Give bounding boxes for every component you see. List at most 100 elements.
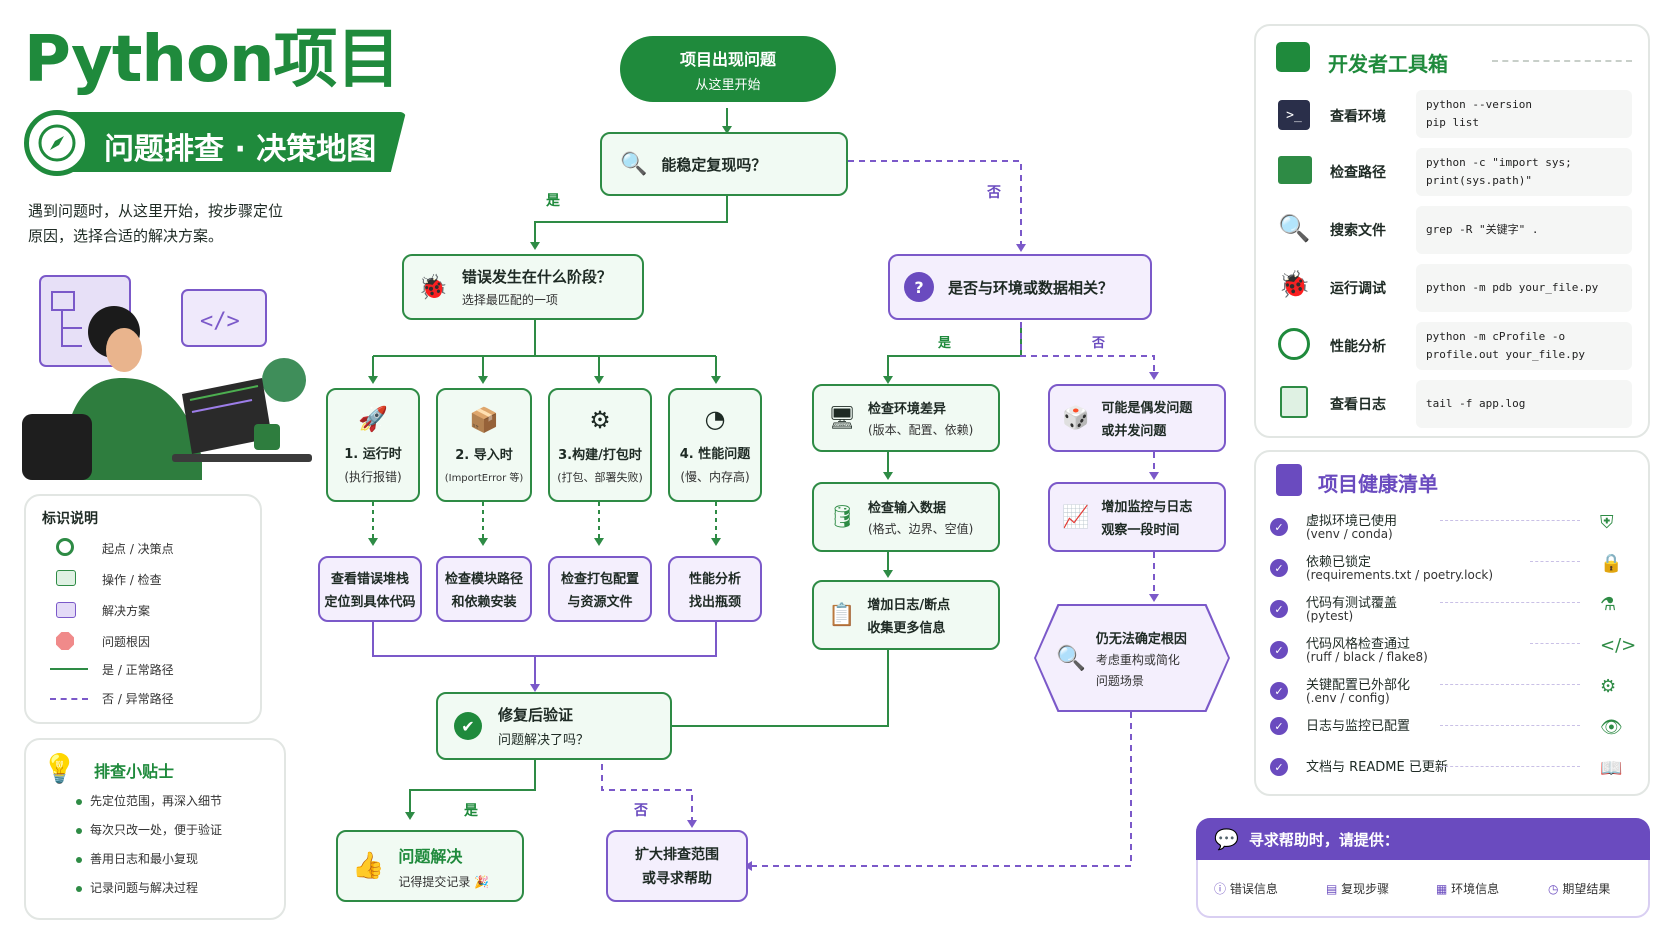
check-icon: ✓: [1270, 600, 1288, 618]
stage-title: 4. 性能问题: [679, 447, 751, 462]
stage-sub: (执行报错): [344, 470, 402, 484]
check-icon: ✓: [1270, 758, 1288, 776]
input-check-node: 🛢 检查输入数据(格式、边界、空值): [812, 482, 1000, 552]
legend-title: 标识说明: [42, 511, 98, 527]
tool-label: 查看环境: [1330, 109, 1386, 125]
database-icon: 🛢: [828, 504, 856, 530]
svg-text:</>: </>: [200, 309, 240, 334]
legend-root-cause-marker: [56, 632, 74, 650]
alert-icon: ⓘ: [1214, 882, 1227, 896]
help-item: ◷ 期望结果: [1548, 882, 1611, 896]
start-title: 项目出现问题: [679, 49, 776, 69]
health-divider: [1530, 643, 1580, 644]
legend-action-marker: [56, 570, 76, 586]
health-sub: (venv / conda): [1306, 527, 1393, 541]
health-item: ✓代码风格检查通过(ruff / black / flake8)</>: [1270, 633, 1636, 671]
stage-performance: ◔ 4. 性能问题 (慢、内存高): [668, 388, 762, 502]
developer-illustration: </>: [22, 268, 322, 480]
tips-item: 善用日志和最小复现: [76, 850, 198, 867]
health-item: ✓代码有测试覆盖(pytest)⚗: [1270, 592, 1634, 630]
health-divider: [1440, 684, 1580, 685]
toolbox-panel: 开发者工具箱 >_ 查看环境 python --version pip list…: [1254, 24, 1650, 438]
toolbox-title: 开发者工具箱: [1328, 52, 1448, 76]
health-sub: (requirements.txt / poetry.lock): [1306, 568, 1494, 582]
thumbs-up-icon: 👍: [352, 851, 385, 881]
lightbulb-icon: 💡: [42, 752, 77, 785]
health-label: 代码有测试覆盖: [1306, 596, 1398, 611]
lock-icon: 🔒: [1600, 553, 1623, 574]
check-icon: ✓: [1270, 518, 1288, 536]
yes-label: 是: [938, 336, 952, 351]
legend-item: 操作 / 检查: [102, 573, 162, 587]
health-label: 日志与监控已配置: [1306, 719, 1411, 734]
legend-item: 是 / 正常路径: [102, 663, 174, 677]
search-icon: 🔍: [1056, 644, 1086, 672]
health-item: ✓ 依赖已锁定(requirements.txt / poetry.lock) 🔒: [1270, 551, 1634, 589]
tool-command: python -c "import sys; print(sys.path)": [1416, 148, 1632, 196]
stage-hint: 选择最匹配的一项: [461, 293, 558, 307]
health-label: 代码风格检查通过: [1306, 637, 1411, 652]
reproduce-question-node: 🔍 能稳定复现吗？: [600, 132, 848, 196]
stage-action: 查看错误堆栈定位到具体代码: [318, 556, 422, 622]
tips-panel: 💡 排查小贴士 先定位范围，再深入细节 每次只改一处，便于验证 善用日志和最小复…: [24, 738, 286, 920]
env-diff-node: 🖥 检查环境差异(版本、配置、依赖): [812, 384, 1000, 452]
chart-icon: 📈: [1062, 504, 1090, 530]
health-divider: [1530, 561, 1580, 562]
help-item: ▦ 环境信息: [1436, 882, 1500, 896]
health-label: 依赖已锁定: [1306, 555, 1372, 570]
no-label: 否: [634, 803, 648, 819]
tool-label: 检查路径: [1330, 165, 1386, 181]
tool-label: 查看日志: [1330, 397, 1386, 413]
clipboard-icon: ▤: [1326, 882, 1338, 896]
dice-icon: 🎲: [1062, 405, 1090, 431]
stage-action: 检查打包配置与资源文件: [548, 556, 652, 622]
tool-command: python -m cProfile -o profile.out your_f…: [1416, 322, 1632, 370]
toolbox-icon: [1276, 42, 1310, 72]
bug-icon: 🐞: [1278, 270, 1311, 300]
checklist-icon: [1276, 464, 1302, 496]
verify-node: ✔ 修复后验证问题解决了吗？: [436, 692, 672, 760]
tips-item: 记录问题与解决过程: [76, 879, 198, 896]
book-icon: 📖: [1600, 758, 1623, 779]
terminal-icon: >_: [1278, 100, 1310, 130]
folder-icon: [1278, 156, 1312, 184]
stage-action: 性能分析找出瓶颈: [668, 556, 762, 622]
legend-solution-marker: [56, 602, 76, 618]
env-question-node: ? 是否与环境或数据相关？: [888, 254, 1152, 320]
health-label: 关键配置已外部化: [1306, 678, 1411, 693]
stage-sub: (慢、内存高): [680, 470, 750, 484]
tool-label: 运行调试: [1330, 281, 1386, 297]
intro-line-1: 遇到问题时，从这里开始，按步骤定位: [28, 202, 284, 220]
question-icon: ?: [904, 272, 934, 302]
check-icon: ✓: [1270, 641, 1288, 659]
check-icon: ✓: [1270, 559, 1288, 577]
solved-node: 👍 问题解决记得提交记录 🎉: [336, 830, 524, 902]
monitor-icon: 🖥: [828, 405, 856, 431]
page-title: Python项目: [24, 23, 400, 97]
gear-icon: ⚙: [589, 405, 611, 434]
intermittent-node: 🎲 可能是偶发问题或并发问题: [1048, 384, 1226, 452]
server-icon: ▦: [1436, 882, 1448, 896]
stage-build: ⚙ 3.构建/打包时 (打包、部署失败): [548, 388, 652, 502]
no-label: 否: [1092, 336, 1106, 351]
compass-icon: [24, 110, 90, 176]
search-icon: 🔍: [620, 151, 648, 177]
legend-panel: 标识说明 起点 / 决策点 操作 / 检查 解决方案 问题根因 是 / 正常路径…: [24, 494, 262, 724]
health-item: ✓日志与监控已配置👁: [1270, 715, 1634, 753]
legend-no-arrow: [50, 698, 88, 700]
clock-icon: [1278, 328, 1310, 360]
tool-command: python --version pip list: [1416, 90, 1632, 138]
tips-title: 排查小贴士: [94, 762, 175, 781]
tips-item: 每次只改一处，便于验证: [76, 821, 222, 838]
stage-question: 错误发生在什么阶段？: [461, 268, 612, 286]
stage-action: 检查模块路径和依赖安装: [436, 556, 532, 622]
legend-start-marker: [56, 538, 74, 556]
eye-icon: 👁: [1600, 717, 1623, 738]
legend-item: 起点 / 决策点: [102, 542, 174, 556]
health-divider: [1440, 520, 1580, 521]
legend-item: 否 / 异常路径: [102, 692, 174, 706]
log-icon: [1280, 386, 1308, 418]
tool-command: python -m pdb your_file.py: [1416, 264, 1632, 312]
speedometer-icon: ◔: [704, 405, 726, 433]
health-divider: [1440, 725, 1580, 726]
